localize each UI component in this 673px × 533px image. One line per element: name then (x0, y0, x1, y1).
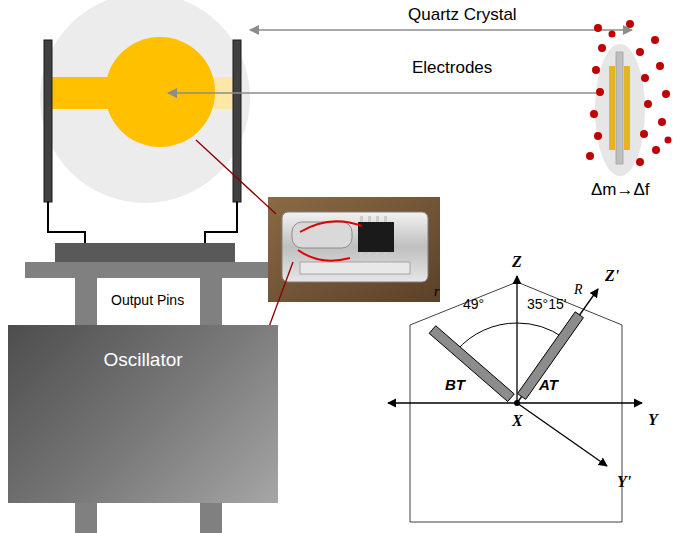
wire (205, 202, 237, 244)
mass-particles (586, 20, 672, 166)
device-photo (268, 197, 440, 302)
node-text: Oscillator (8, 349, 278, 371)
side-view-halo (595, 44, 645, 176)
base-plate (25, 262, 270, 278)
holder-bar (44, 40, 52, 202)
output-pin (75, 278, 97, 328)
part-label: Quartz Crystal (408, 5, 517, 25)
bottom-pin (75, 502, 97, 533)
crystal-side (616, 52, 623, 164)
axis-label: Z' (605, 267, 619, 285)
pointer-arrow (168, 92, 610, 94)
effect-label: Δm→Δf (591, 180, 650, 200)
quartz-disc (40, 0, 250, 203)
pointer-arrow (250, 29, 632, 31)
pin-label: Output Pins (111, 292, 184, 308)
angle-label: 49° (463, 296, 484, 312)
electrode-disc (105, 37, 215, 147)
axis-label: Z (512, 253, 522, 271)
part-label: Electrodes (412, 58, 492, 78)
axis-label: Y' (617, 473, 631, 491)
angle-label: 35°15' (527, 296, 566, 312)
leader-line (196, 140, 276, 214)
bottom-pin (200, 502, 222, 533)
cut-label: AT (539, 376, 558, 393)
wire (48, 202, 85, 244)
axis-label: Y (648, 411, 658, 429)
base-top (55, 243, 235, 262)
oscillator-box: Oscillator (8, 325, 278, 503)
electrode-side (624, 66, 630, 150)
face-label: R (574, 282, 583, 298)
electrode-side (609, 66, 615, 150)
axis-label: X (512, 412, 523, 430)
output-pin (200, 278, 222, 328)
cut-label: BT (445, 376, 465, 393)
crystal-cut-diagram (388, 276, 642, 522)
face-label: r (434, 284, 439, 300)
